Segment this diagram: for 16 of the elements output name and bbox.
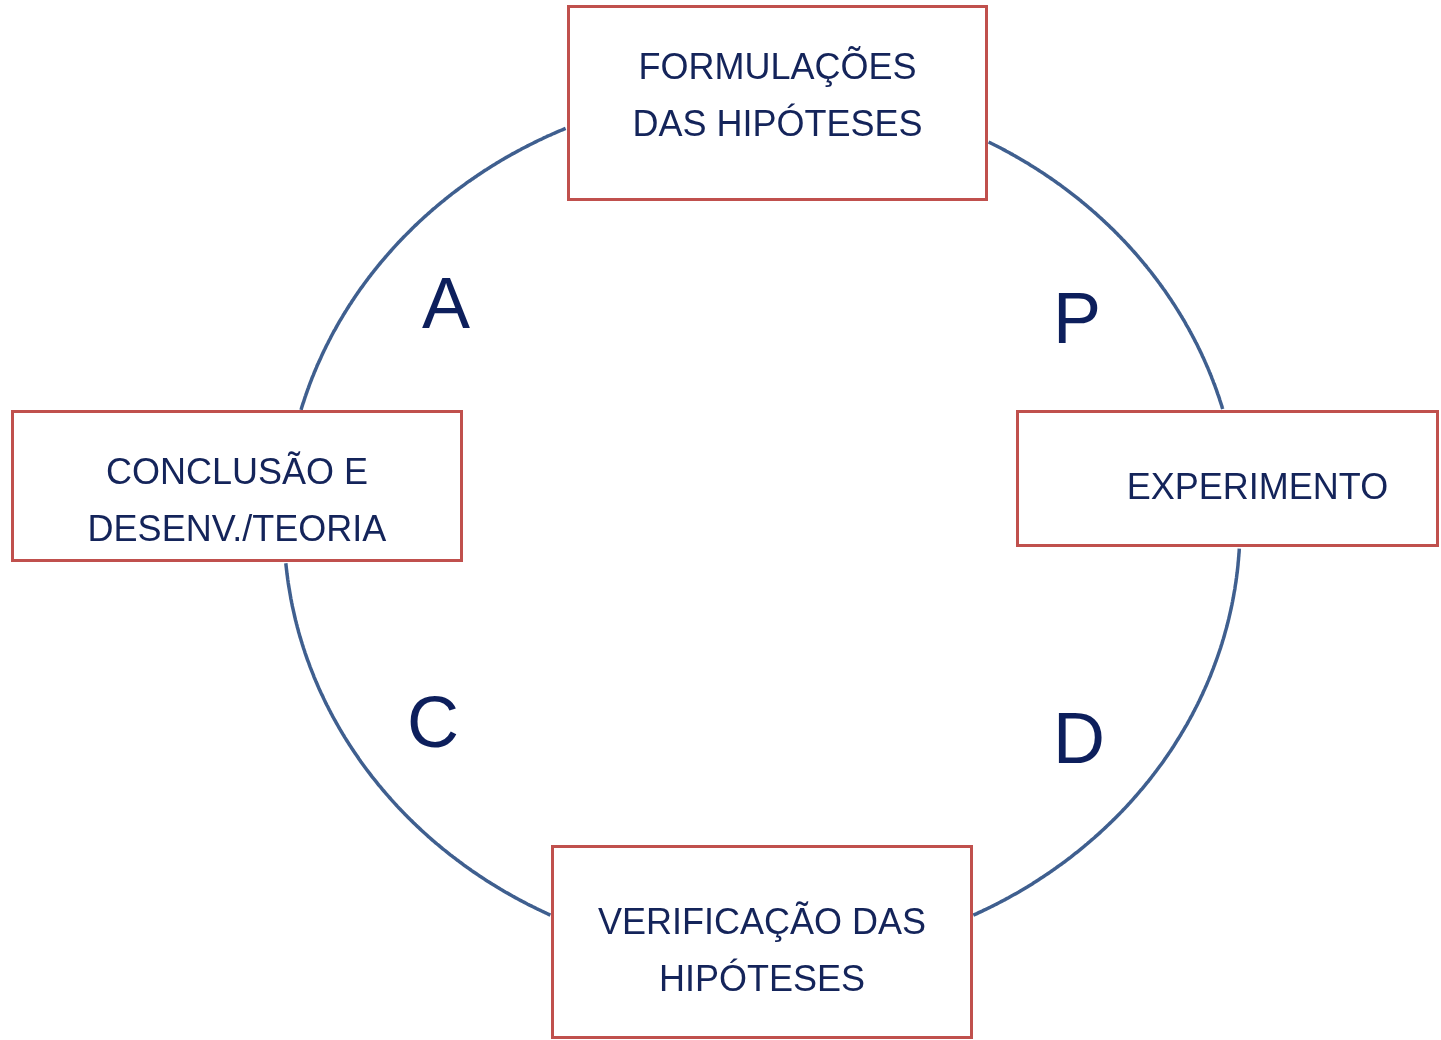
phase-letter: P: [1053, 282, 1101, 354]
process-box: [1016, 410, 1439, 547]
phase-letter: C: [407, 686, 459, 758]
box-label: EXPERIMENTO: [1125, 465, 1390, 509]
box-label: FORMULAÇÕES DAS HIPÓTESES: [631, 45, 924, 146]
connector-arc: [284, 563, 552, 917]
process-box: [551, 845, 973, 1039]
connector-arc: [972, 548, 1242, 917]
connector-arc: [299, 126, 567, 411]
connector-arc: [987, 140, 1225, 410]
box-label: CONCLUSÃO E DESENV./TEORIA: [86, 450, 388, 551]
process-box: [567, 5, 988, 201]
phase-letter: D: [1053, 702, 1105, 774]
box-label: VERIFICAÇÃO DAS HIPÓTESES: [596, 900, 928, 1001]
process-box: [11, 410, 463, 562]
phase-letter: A: [422, 267, 470, 339]
